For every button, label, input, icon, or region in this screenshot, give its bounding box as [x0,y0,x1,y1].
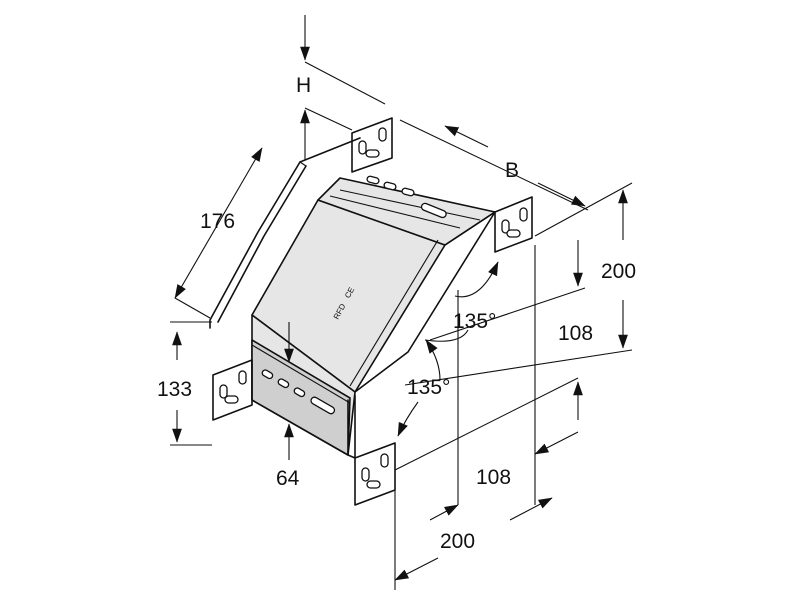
fixing-plate-bottom-right [354,442,396,506]
upper-side-slots [366,175,447,219]
dim-label-108-right: 108 [558,322,593,345]
dim-label-H: H [296,74,311,97]
dim-label-133: 133 [157,378,192,401]
fixing-plate-top-left [351,117,393,173]
riser-body: RFD CE [209,117,533,506]
fixing-plate-bottom-left [212,359,253,421]
dimension-lines [170,15,633,590]
dim-label-135-lower: 135° [407,376,450,399]
dim-label-108-bottom: 108 [476,466,511,489]
dim-label-200-bottom: 200 [440,530,475,553]
dimension-labels: H B 176 133 64 135° 135° 200 108 108 200 [157,74,636,553]
dim-label-135-upper: 135° [453,310,496,333]
fixing-plate-top-right [494,196,533,253]
dim-label-64: 64 [276,467,300,490]
dim-label-200-right: 200 [601,260,636,283]
dim-label-176: 176 [200,210,235,233]
lower-side-slots [261,369,336,415]
dim-label-B: B [505,159,519,182]
